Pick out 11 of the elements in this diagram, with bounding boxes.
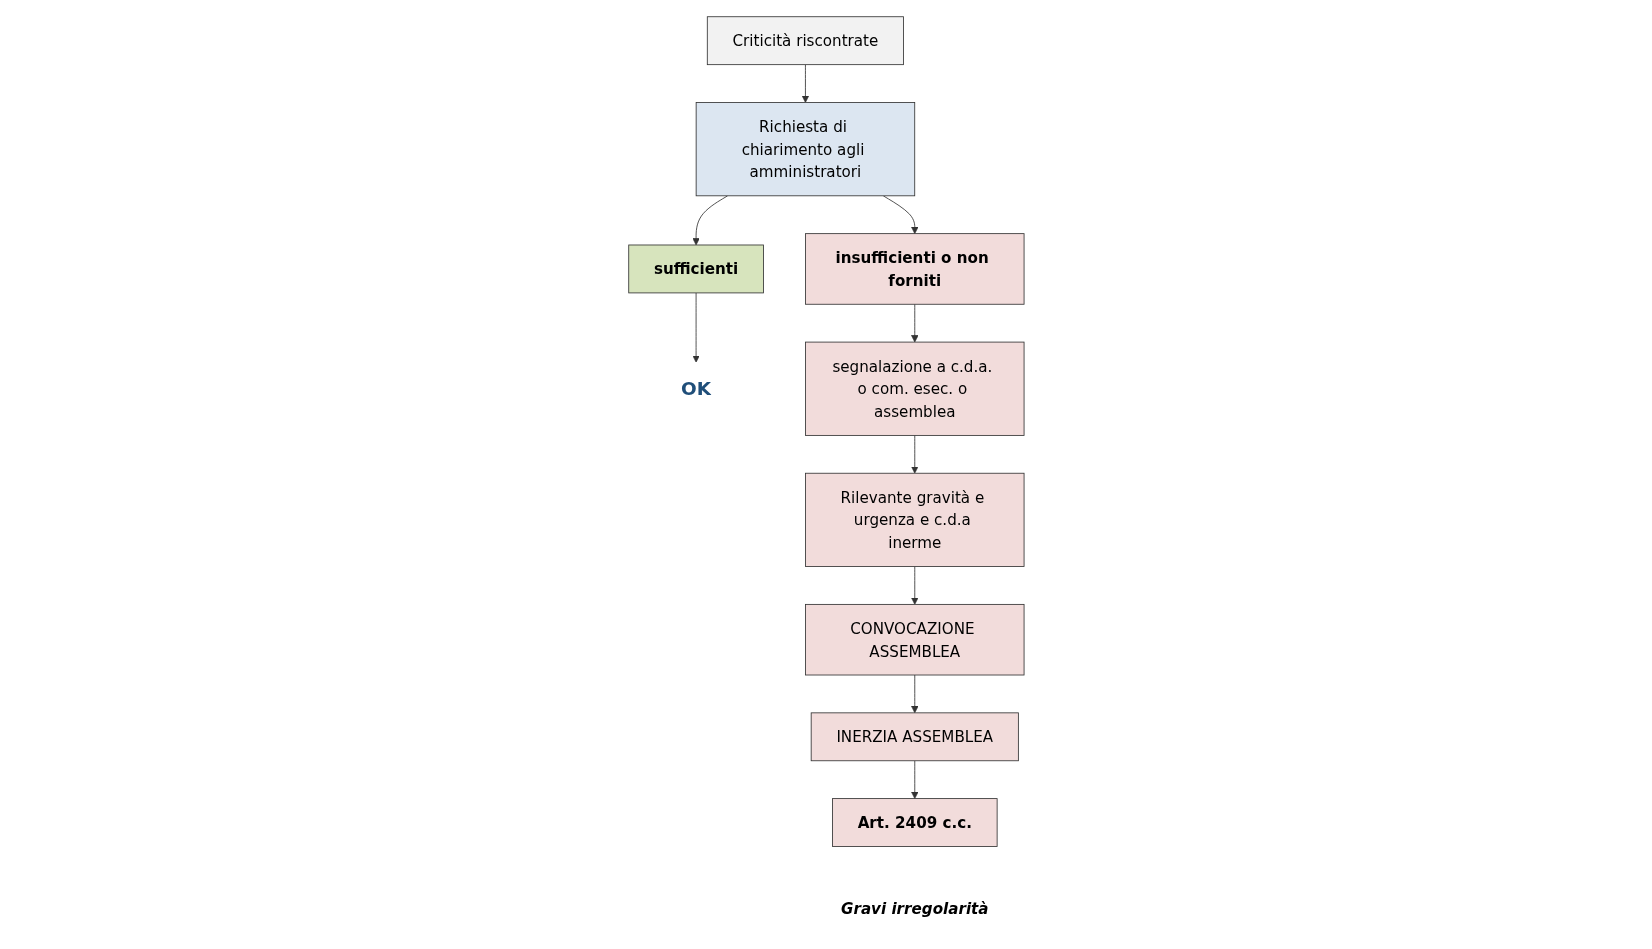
node-box: segnalazione a c.d.a. o com. esec. o assemblea: [804, 341, 1025, 436]
node-box: Richiesta di chiarimento agli amministratori: [695, 102, 915, 197]
node-box: Rilevante gravità e urgenza e c.d.a inerme: [804, 472, 1025, 567]
node-box: Criticità riscontrate: [706, 16, 904, 66]
node-box: Art. 2409 c.c.: [831, 798, 998, 847]
node-box: CONVOCAZIONE ASSEMBLEA: [804, 603, 1025, 676]
node-box: INERZIA ASSEMBLEA: [810, 712, 1019, 762]
node-box: sufficienti: [627, 244, 764, 294]
node-text: OK: [680, 378, 711, 400]
node-label: Gravi irregolarità: [840, 899, 989, 918]
node-box: insufficienti o non forniti: [804, 233, 1025, 305]
